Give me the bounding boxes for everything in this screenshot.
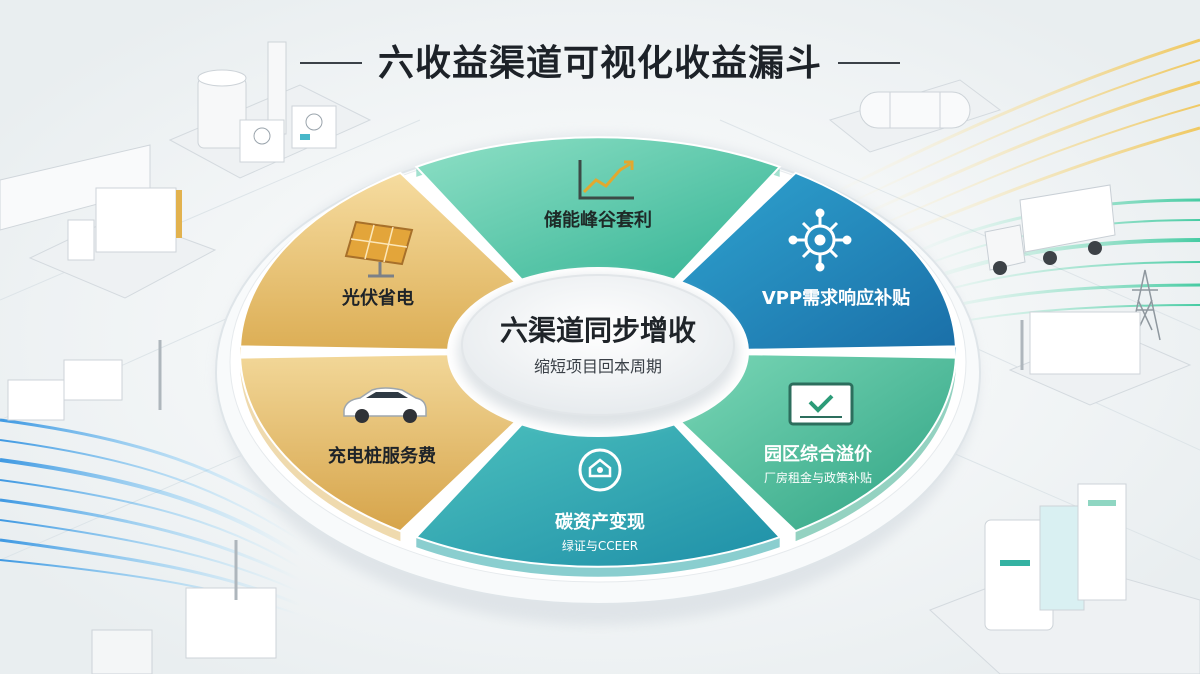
line-chart-icon <box>578 160 634 200</box>
solar-panel-icon <box>344 220 414 278</box>
segment-label: 储能峰谷套利 <box>543 209 652 231</box>
equipment-right <box>1008 311 1192 406</box>
equipment-top-left <box>168 41 372 179</box>
segment-label: 碳资产变现 <box>555 511 645 533</box>
segment-2 <box>678 171 957 351</box>
segment-label: 充电桩服务费 <box>328 445 436 467</box>
segment-label: 园区综合溢价 <box>764 443 873 465</box>
title-rule-left <box>300 62 362 64</box>
segment-sublabel: 绿证与CCEER <box>562 538 638 553</box>
segment-edge <box>416 537 780 577</box>
segment-label: 光伏省电 <box>341 287 414 309</box>
center-title: 六渠道同步增收 <box>500 314 696 347</box>
title-rule-right <box>838 62 900 64</box>
equipment-lower-left <box>7 340 162 421</box>
network-hub-icon <box>788 208 852 272</box>
equipment-bottom-left <box>91 540 277 674</box>
equipment-bottom-right <box>929 483 1200 674</box>
certificate-icon <box>788 382 854 426</box>
carbon-badge-icon <box>578 448 622 492</box>
segment-1 <box>414 136 782 281</box>
car-icon <box>343 387 427 423</box>
segment-3 <box>678 353 957 533</box>
equipment-left <box>0 144 217 299</box>
segment-4 <box>414 423 782 568</box>
page-title: 六收益渠道可视化收益漏斗 <box>377 43 822 84</box>
equipment-top-right <box>828 79 1002 153</box>
center-hub: 六渠道同步增收 缩短项目回本周期 <box>458 274 738 428</box>
segment-edge <box>240 357 401 542</box>
floor-grid <box>0 119 1200 561</box>
center-subtitle: 缩短项目回本周期 <box>534 357 662 376</box>
segment-label: VPP需求响应补贴 <box>762 287 910 309</box>
truck <box>984 184 1116 275</box>
revenue-wheel: 储能峰谷套利 VPP需求响应补贴园区综合溢价厂房租金与政策补贴碳资产变现绿证与CC… <box>239 136 957 577</box>
segment-edge <box>795 357 956 542</box>
pylon <box>1129 269 1161 341</box>
segment-sublabel: 厂房租金与政策补贴 <box>764 470 872 485</box>
segment-5 <box>239 353 518 533</box>
